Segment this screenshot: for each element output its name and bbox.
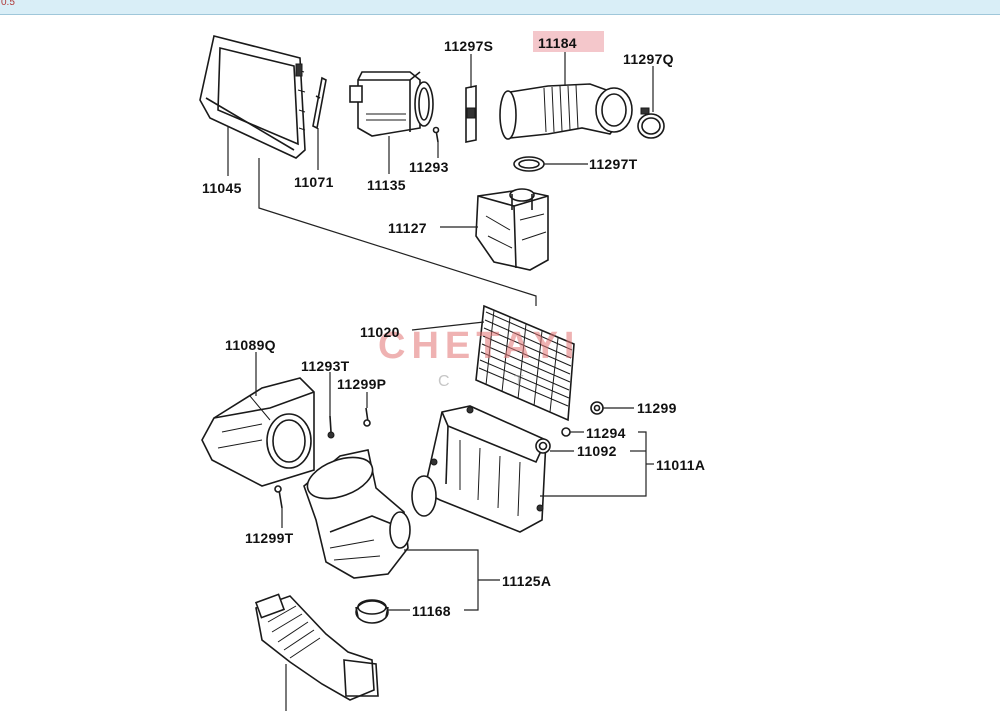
label-11293[interactable]: 11293	[409, 159, 449, 175]
leader-lines	[227, 52, 654, 711]
part-11125a-shape[interactable]	[302, 449, 411, 579]
part-11092-shape[interactable]	[535, 438, 551, 454]
label-11184[interactable]: 11184	[538, 35, 577, 51]
part-11299t-shape[interactable]	[274, 485, 283, 509]
label-11135[interactable]: 11135	[367, 177, 406, 193]
watermark: CHETAYI C T	[378, 325, 580, 390]
watermark-main: CHETAYI	[378, 325, 580, 367]
part-11299p-shape[interactable]	[363, 407, 371, 427]
window-title-bar: 0.5	[0, 0, 1000, 15]
part-11184-shape[interactable]	[499, 83, 633, 140]
label-11127[interactable]: 11127	[388, 220, 427, 236]
part-11299-shape[interactable]	[590, 401, 604, 415]
title-bar-text: 0.5	[1, 0, 15, 8]
watermark-sub: C T	[438, 373, 553, 390]
part-11184-highlight	[533, 31, 604, 52]
label-11011a[interactable]: 11011A	[656, 457, 705, 473]
label-11297t[interactable]: 11297T	[589, 156, 638, 172]
part-11071-shape[interactable]	[312, 76, 327, 130]
label-11299p[interactable]: 11299P	[337, 376, 386, 392]
part-11089q-shape[interactable]	[201, 377, 315, 487]
label-11125a[interactable]: 11125A	[502, 573, 551, 589]
part-11168-shape[interactable]	[355, 599, 389, 624]
part-11135-shape[interactable]	[349, 71, 434, 137]
part-11297q-shape[interactable]	[637, 107, 665, 139]
part-11011a-shape[interactable]	[411, 405, 547, 533]
label-11168[interactable]: 11168	[412, 603, 451, 619]
part-11045-shape[interactable]	[199, 35, 306, 159]
part-11294-shape[interactable]	[561, 427, 571, 437]
label-11299[interactable]: 11299	[637, 400, 677, 416]
part-11293-shape[interactable]	[432, 126, 440, 143]
part-11297s-shape[interactable]	[465, 85, 477, 143]
label-11294[interactable]: 11294	[586, 425, 626, 441]
label-11045[interactable]: 11045	[202, 180, 242, 196]
label-11071[interactable]: 11071	[294, 174, 334, 190]
label-11297s[interactable]: 11297S	[444, 38, 493, 54]
label-11092[interactable]: 11092	[577, 443, 617, 459]
lower-intake-hose-shape[interactable]	[254, 593, 379, 701]
part-11297t-shape[interactable]	[513, 156, 545, 172]
part-11020-shape[interactable]	[475, 304, 575, 422]
label-11293t[interactable]: 11293T	[301, 358, 350, 374]
part-11293t-shape[interactable]	[327, 415, 335, 439]
parts-diagram: CHETAYI C T	[0, 15, 1000, 711]
label-11299t[interactable]: 11299T	[245, 530, 294, 546]
part-11127-shape[interactable]	[475, 188, 549, 271]
label-11297q[interactable]: 11297Q	[623, 51, 674, 67]
label-11089q[interactable]: 11089Q	[225, 337, 276, 353]
label-11020[interactable]: 11020	[360, 324, 400, 340]
